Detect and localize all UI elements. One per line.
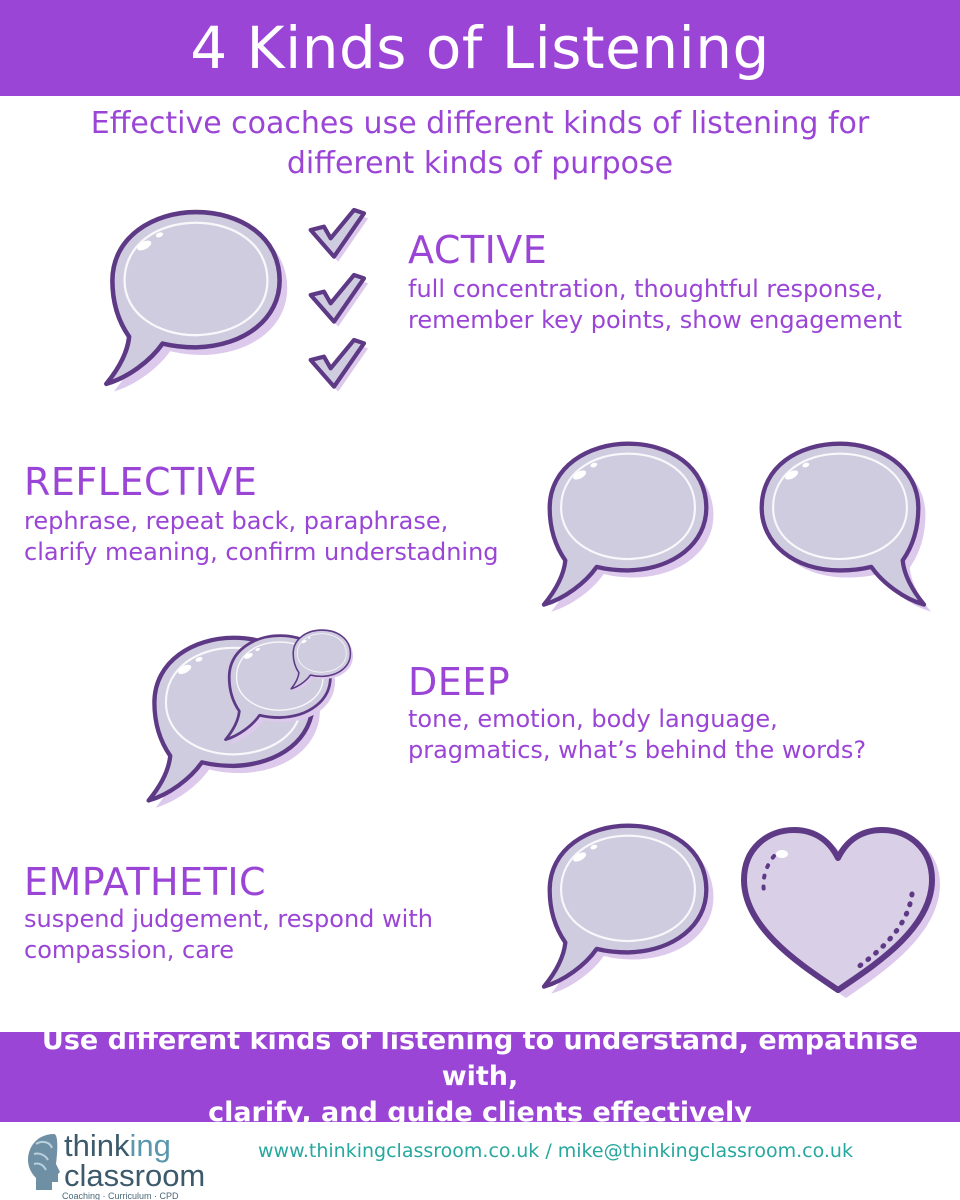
heart-icon: [741, 827, 940, 998]
logo-tagline: Coaching · Curriculum · CPD: [62, 1191, 179, 1200]
logo-word-classroom: classroom: [64, 1158, 206, 1193]
section-desc-empathetic: suspend judgement, respond with compassi…: [24, 905, 433, 964]
summary-text: Use different kinds of listening to unde…: [41, 1025, 919, 1128]
header-banner: 4 Kinds of Listening: [0, 0, 960, 96]
subtitle: Effective coaches use different kinds of…: [90, 106, 870, 181]
speech-bubble-icon: [528, 820, 728, 998]
logo-word-thinking: thinking: [64, 1128, 171, 1163]
checkmark-icon: [305, 335, 373, 395]
nested-speech-bubbles-icon: [140, 629, 354, 810]
section-title-reflective: REFLECTIVE: [24, 460, 258, 504]
section-desc-active: full concentration, thoughtful response,…: [408, 275, 903, 334]
section-desc-reflective: rephrase, repeat back, paraphrase, clari…: [24, 507, 499, 566]
checkmark-icon: [305, 270, 373, 330]
page-title: 4 Kinds of Listening: [190, 14, 770, 82]
speech-bubble-icon: [96, 206, 296, 396]
footer-contact[interactable]: www.thinkingclassroom.co.uk / mike@think…: [258, 1140, 853, 1162]
section-desc-deep: tone, emotion, body language, pragmatics…: [408, 705, 867, 764]
section-title-active: ACTIVE: [408, 228, 548, 272]
section-title-empathetic: EMPATHETIC: [24, 860, 267, 904]
summary-banner: Use different kinds of listening to unde…: [0, 1025, 960, 1128]
speech-bubble-icon: [740, 438, 940, 616]
brain-head-icon: [28, 1134, 60, 1190]
checkmark-icon: [305, 205, 373, 265]
speech-bubble-icon: [528, 438, 728, 616]
section-title-deep: DEEP: [408, 660, 511, 704]
thinking-classroom-logo[interactable]: thinking classroom Coaching · Curriculum…: [24, 1128, 234, 1200]
